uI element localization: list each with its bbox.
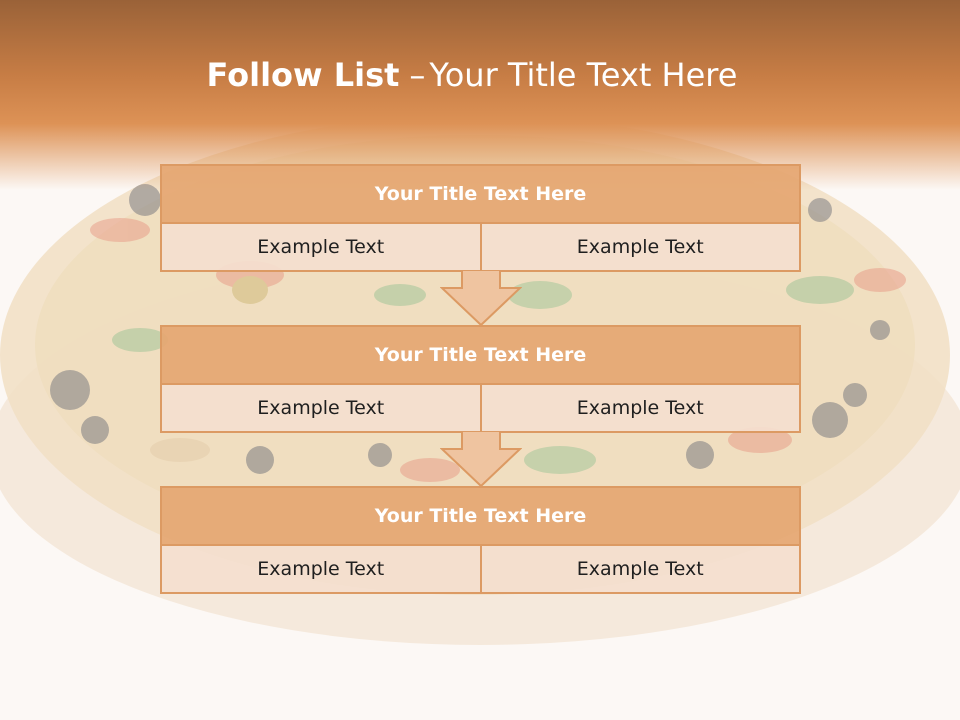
block-title: Your Title Text Here	[162, 488, 799, 546]
block-title: Your Title Text Here	[162, 327, 799, 385]
list-block-3: Your Title Text Here Example Text Exampl…	[160, 486, 801, 594]
down-arrow-icon	[440, 431, 522, 487]
list-block-1: Your Title Text Here Example Text Exampl…	[160, 164, 801, 272]
block-row: Example Text Example Text	[162, 385, 799, 431]
down-arrow-icon	[440, 270, 522, 326]
slide-title-rest: Your Title Text Here	[429, 56, 738, 94]
list-block-2: Your Title Text Here Example Text Exampl…	[160, 325, 801, 433]
slide-title: Follow List–Your Title Text Here	[0, 56, 944, 94]
block-row: Example Text Example Text	[162, 224, 799, 270]
block-cell-right: Example Text	[481, 385, 799, 431]
block-cell-right: Example Text	[481, 546, 799, 592]
block-cell-right: Example Text	[481, 224, 799, 270]
slide-title-bold: Follow List	[206, 56, 400, 94]
block-title: Your Title Text Here	[162, 166, 799, 224]
block-row: Example Text Example Text	[162, 546, 799, 592]
block-cell-left: Example Text	[162, 385, 482, 431]
block-cell-left: Example Text	[162, 546, 482, 592]
slide-title-separator: –	[409, 56, 426, 94]
block-cell-left: Example Text	[162, 224, 482, 270]
header-band	[0, 0, 960, 190]
